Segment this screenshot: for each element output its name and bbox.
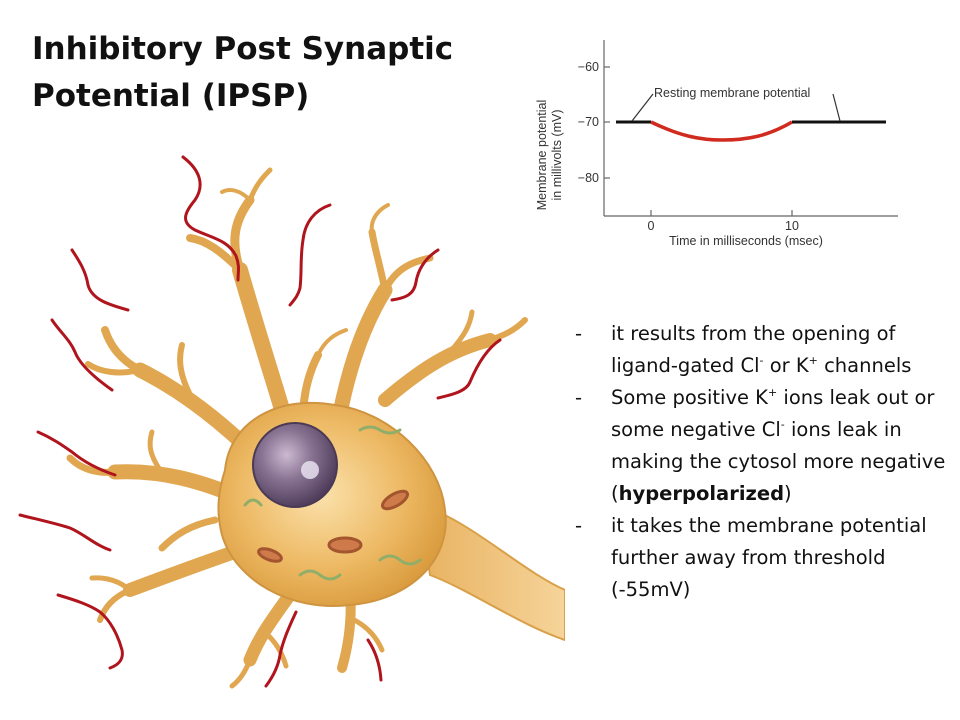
bullet-text: it takes the membrane potential further … bbox=[611, 514, 927, 601]
bullet-text: Some positive K bbox=[611, 386, 768, 409]
x-tick-marks bbox=[650, 210, 793, 216]
annotation-leaders bbox=[631, 93, 841, 122]
superscript: - bbox=[759, 354, 764, 367]
y-axis-label: Membrane potential in millivolts (mV) bbox=[535, 100, 564, 210]
bold-term: hyperpolarized bbox=[618, 482, 785, 505]
bullet-item: - it results from the opening of ligand-… bbox=[565, 318, 960, 382]
y-tick-minus-80: −80 bbox=[578, 171, 599, 185]
bullet-dash: - bbox=[575, 386, 583, 409]
y-tick-minus-70: −70 bbox=[578, 115, 599, 129]
superscript: + bbox=[808, 354, 818, 367]
bullet-text: ions leak in making the cytosol more neg… bbox=[611, 418, 946, 505]
superscript: - bbox=[780, 418, 785, 431]
nucleus bbox=[252, 422, 338, 508]
cell-body bbox=[217, 401, 447, 607]
ipsp-graph: Membrane potential in millivolts (mV) −6… bbox=[535, 40, 898, 248]
organelles bbox=[243, 425, 422, 581]
bullet-item: - Some positive K+ ions leak out or some… bbox=[565, 382, 960, 510]
x-axis-label: Time in milliseconds (msec) bbox=[669, 234, 823, 248]
axon-hillock bbox=[418, 503, 565, 642]
bullet-text: ) bbox=[784, 482, 792, 505]
y-axis-label-line-1: Membrane potential bbox=[535, 100, 549, 210]
annotation-resting-membrane-potential: Resting membrane potential bbox=[654, 86, 810, 100]
bullet-list: - it results from the opening of ligand-… bbox=[565, 318, 960, 606]
superscript: + bbox=[767, 386, 778, 399]
bullet-text: or K bbox=[763, 354, 809, 377]
bullet-text: it results from the opening of ligand-ga… bbox=[611, 322, 896, 377]
bullet-text: channels bbox=[817, 354, 912, 377]
slide-title: Inhibitory Post Synaptic Potential (IPSP… bbox=[32, 26, 472, 120]
title-line-1: Inhibitory Post Synaptic bbox=[32, 31, 454, 67]
nucleolus bbox=[301, 461, 319, 479]
y-tick-minus-60: −60 bbox=[578, 60, 599, 74]
title-line-2: Potential (IPSP) bbox=[32, 78, 310, 114]
inhibitory-axon-terminals bbox=[18, 155, 502, 688]
x-tick-10: 10 bbox=[785, 219, 799, 233]
annotation-leader-right bbox=[832, 93, 841, 122]
bullet-dash: - bbox=[575, 322, 583, 345]
y-axis-label-line-2: in millivolts (mV) bbox=[550, 110, 564, 201]
bullet-dash: - bbox=[575, 514, 583, 537]
y-tick-marks bbox=[604, 66, 610, 179]
ipsp-curve bbox=[650, 120, 793, 142]
bullet-item: - it takes the membrane potential furthe… bbox=[565, 510, 960, 606]
annotation-leader-left bbox=[631, 93, 654, 122]
neuron-illustration bbox=[18, 155, 565, 689]
x-tick-0: 0 bbox=[648, 219, 655, 233]
bullet-text: ions leak out or some negative Cl bbox=[611, 386, 935, 441]
